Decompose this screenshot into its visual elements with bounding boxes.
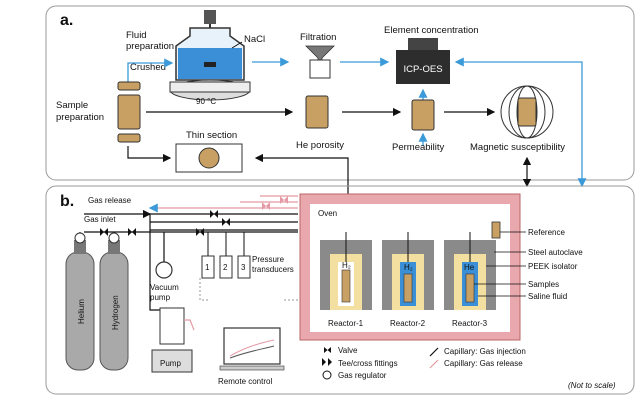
he-porosity-core-icon <box>305 95 329 129</box>
beaker-hotplate-icon <box>169 10 251 101</box>
computer-icon <box>219 327 285 371</box>
reactor-3-label: Reactor-3 <box>452 319 488 328</box>
callout-lines <box>474 231 526 297</box>
pump-cylinder-icon <box>159 307 185 345</box>
vacuum-pump-label-1: Vacuum <box>150 283 179 292</box>
panel-a-letter: a. <box>60 12 73 29</box>
sample-preparation-label-1: Sample <box>56 100 88 111</box>
thin-section-sample-icon <box>198 147 220 169</box>
fluid-preparation-label-2: preparation <box>126 41 174 52</box>
filtration-label: Filtration <box>300 32 336 43</box>
he-porosity-label: He porosity <box>296 140 344 151</box>
fluid-preparation-label-1: Fluid <box>126 30 147 41</box>
temperature-label: 90 °C <box>196 97 216 106</box>
reference-label: Reference <box>528 228 565 237</box>
pump-release-line <box>184 319 195 331</box>
peek-isolator-label: PEEK isolator <box>528 262 578 271</box>
reactor-1-gas: H₂ <box>342 261 351 270</box>
nacl-label: NaCl <box>244 34 265 45</box>
gas-inlet-label: Gas inlet <box>84 215 116 224</box>
pump-label: Pump <box>160 359 181 368</box>
hydrogen-cylinder <box>99 232 129 371</box>
saline-fluid-label: Saline fluid <box>528 292 567 301</box>
sample-core-icon <box>117 81 141 143</box>
steel-autoclave-label: Steel autoclave <box>528 248 583 257</box>
vacuum-pump-icon <box>155 261 173 279</box>
remote-control-label: Remote control <box>218 377 272 386</box>
injection-capillaries <box>84 213 298 233</box>
crushed-arrow <box>127 58 174 86</box>
release-capillaries <box>240 195 298 203</box>
icp-label: ICP-OES <box>403 64 442 75</box>
reactor-3-gas: He <box>464 263 475 272</box>
magnetic-susceptibility-label: Magnetic susceptibility <box>470 142 565 153</box>
pump-body <box>151 349 193 373</box>
reactor-2-label: Reactor-2 <box>390 319 426 328</box>
regulator-legend-icon <box>322 370 332 380</box>
reactor-3 <box>444 232 496 310</box>
sample-to-thin-section-arrow <box>127 146 172 163</box>
permeability-core-icon <box>411 99 435 131</box>
reactor-2-gas: H₂ <box>404 263 413 272</box>
pressure-transducers <box>201 232 251 279</box>
valve-icons <box>100 196 288 236</box>
legend-valve: Valve <box>338 346 358 355</box>
panel-b-letter: b. <box>60 193 74 210</box>
reference-sample-icon <box>491 221 501 239</box>
oven-to-icp-arrow <box>454 57 587 188</box>
fittings-legend-icon <box>322 358 332 366</box>
panel-a-frame <box>45 5 635 181</box>
vacuum-pump-label-2: pump <box>150 293 171 302</box>
element-concentration-label: Element concentration <box>384 25 479 36</box>
legend-cap-injection: Capillary: Gas injection <box>444 347 526 356</box>
pressure-transducers-label-2: transducers <box>252 265 294 274</box>
legend-regulator: Gas regulator <box>338 371 387 380</box>
reactor-1-label: Reactor-1 <box>328 319 364 328</box>
reactor-2 <box>382 232 434 310</box>
valve-legend-icon <box>324 347 331 353</box>
thin-section-label: Thin section <box>186 130 237 141</box>
samples-label: Samples <box>528 280 559 289</box>
control-dotted-link <box>199 278 300 301</box>
transducer-1-label: 1 <box>205 263 210 272</box>
icp-instrument <box>396 38 450 84</box>
crushed-label: Crushed <box>130 62 166 73</box>
oven-label: Oven <box>318 209 337 218</box>
legend-cap-release: Capillary: Gas release <box>444 359 523 368</box>
gas-release-label: Gas release <box>88 196 132 205</box>
magnetic-coil-icon <box>500 85 554 139</box>
funnel-icon <box>305 45 335 79</box>
transducer-2-label: 2 <box>223 263 228 272</box>
injection-legend-icon <box>429 347 439 357</box>
pressure-transducers-label-1: Pressure <box>252 255 285 264</box>
reactor-1 <box>320 232 372 310</box>
oven-to-thin-section-arrow <box>254 153 349 196</box>
sample-preparation-label-2: preparation <box>56 112 104 123</box>
hydrogen-label: Hydrogen <box>111 295 120 330</box>
legend-fittings: Tee/cross fittings <box>338 359 398 368</box>
not-to-scale-note: (Not to scale) <box>568 381 616 390</box>
panel-b-frame <box>45 185 635 395</box>
helium-label: Helium <box>77 299 86 324</box>
transducer-3-label: 3 <box>241 263 246 272</box>
permeability-label: Permeability <box>392 142 445 153</box>
release-legend-icon <box>429 359 439 369</box>
nacl-pointer <box>231 41 243 49</box>
